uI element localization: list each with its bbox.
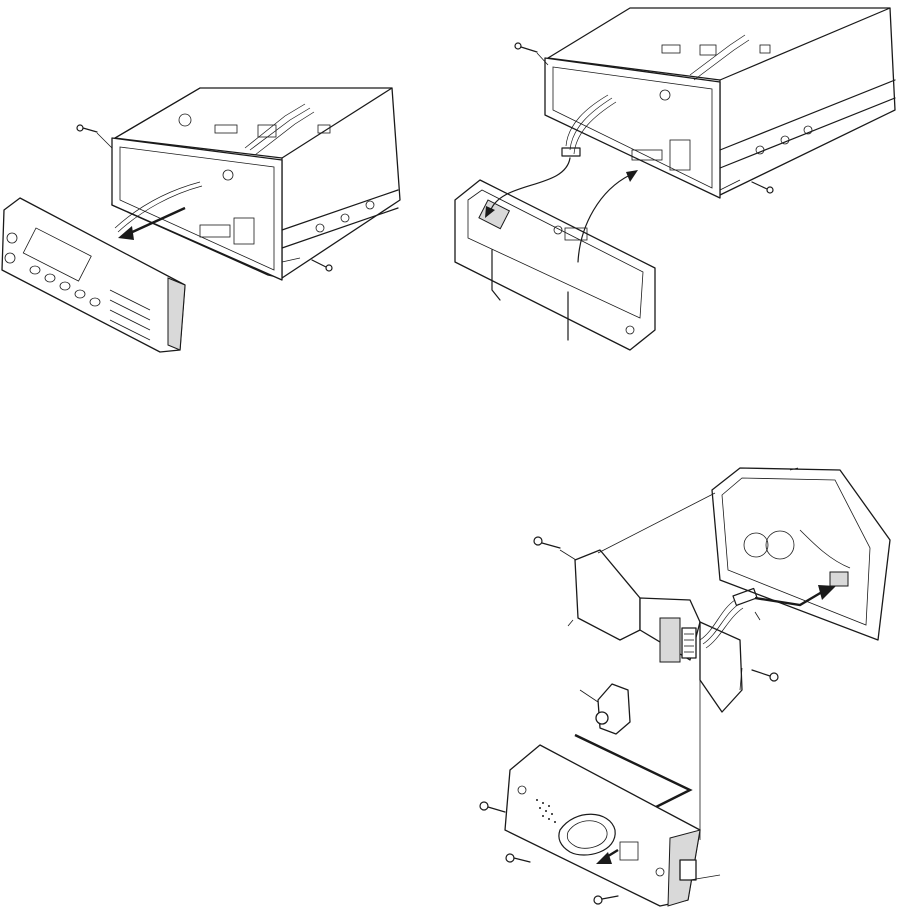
radio-chassis-rear (545, 8, 895, 198)
radio-chassis (112, 88, 400, 280)
volume-knob (596, 684, 630, 734)
front-panel-tray (455, 180, 655, 350)
mounting-bracket (575, 550, 742, 712)
control-head-housing (712, 468, 890, 640)
rear-cover (505, 745, 700, 906)
screw-top-left (77, 125, 112, 148)
screw-bracket-left (534, 537, 576, 560)
screw-cover-3 (594, 896, 618, 904)
remote-head-assembly-view (480, 468, 890, 906)
front-panel-removal-view (2, 88, 400, 352)
screw-cover-1 (480, 802, 505, 812)
front-panel-cable-connection-view (455, 8, 895, 350)
screw-bracket-right (740, 668, 778, 690)
screw-cover-2 (506, 854, 530, 862)
screw-upper-left (515, 43, 548, 65)
